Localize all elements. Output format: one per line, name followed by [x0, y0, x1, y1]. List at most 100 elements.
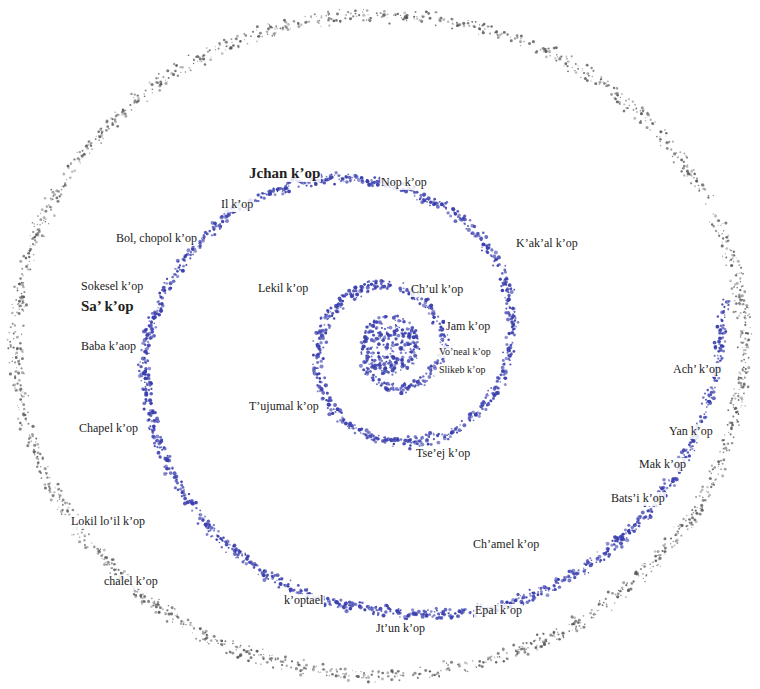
ring-speck — [205, 632, 207, 634]
ring-speck — [464, 669, 466, 671]
ring-speck — [743, 341, 745, 343]
ring-speck — [557, 632, 558, 633]
ring-speck — [701, 183, 704, 186]
ring-speck — [620, 595, 621, 596]
ring-speck — [270, 657, 273, 660]
ring-speck — [84, 535, 86, 537]
ring-speck — [114, 120, 117, 123]
ring-speck — [644, 581, 646, 583]
ring-speck — [518, 649, 519, 650]
spiral-dot — [699, 415, 702, 418]
ring-speck — [516, 653, 518, 655]
ring-speck — [693, 169, 695, 171]
ring-speck — [19, 409, 20, 410]
ring-speck — [740, 281, 741, 282]
ring-speck — [50, 498, 53, 501]
ring-speck — [46, 474, 47, 475]
ring-speck — [605, 598, 607, 600]
ring-speck — [118, 569, 120, 571]
spiral-dot — [717, 340, 721, 344]
ring-speck — [721, 474, 724, 477]
ring-speck — [225, 652, 228, 655]
ring-speck — [515, 650, 516, 651]
ring-speck — [589, 612, 592, 615]
ring-speck — [646, 126, 649, 129]
ring-speck — [137, 94, 139, 96]
ring-speck — [691, 509, 693, 511]
ring-speck — [72, 509, 75, 512]
ring-speck — [722, 242, 723, 243]
ring-speck — [397, 13, 399, 15]
ring-speck — [539, 639, 540, 640]
ring-speck — [545, 50, 548, 53]
ring-speck — [683, 174, 685, 176]
ring-speck — [378, 677, 380, 679]
ring-speck — [724, 221, 727, 224]
ring-speck — [694, 185, 696, 187]
ring-speck — [185, 71, 186, 72]
ring-speck — [344, 17, 346, 19]
ring-speck — [84, 544, 86, 546]
blue-spiral — [137, 171, 731, 620]
ring-speck — [316, 16, 317, 17]
ring-speck — [18, 312, 21, 315]
ring-speck — [708, 496, 710, 498]
ring-speck — [733, 286, 735, 288]
ring-speck — [271, 660, 273, 662]
ring-speck — [41, 234, 44, 237]
ring-speck — [308, 21, 310, 23]
ring-speck — [52, 195, 54, 197]
ring-speck — [746, 306, 748, 308]
ring-speck — [478, 27, 481, 30]
ring-speck — [479, 29, 481, 31]
ring-speck — [542, 47, 545, 50]
ring-speck — [397, 670, 400, 673]
ring-speck — [686, 525, 688, 527]
ring-speck — [9, 372, 12, 375]
ring-speck — [388, 22, 390, 24]
ring-speck — [739, 277, 741, 279]
ring-speck — [743, 387, 744, 388]
ring-speck — [24, 306, 25, 307]
ring-speck — [723, 443, 725, 445]
ring-speck — [625, 596, 627, 598]
ring-speck — [735, 393, 737, 395]
ring-speck — [542, 640, 545, 643]
ring-speck — [654, 559, 657, 562]
spiral-dot — [696, 442, 697, 443]
ring-speck — [616, 94, 618, 96]
ring-speck — [718, 232, 719, 233]
ring-speck — [750, 327, 751, 328]
ring-speck — [565, 55, 567, 57]
spiral-dot — [589, 557, 591, 559]
ring-speck — [339, 668, 342, 671]
ring-speck — [733, 394, 736, 397]
ring-speck — [162, 76, 164, 78]
spiral-dot — [723, 310, 725, 312]
ring-speck — [553, 631, 556, 634]
ring-speck — [433, 674, 436, 677]
ring-speck — [164, 612, 167, 615]
ring-speck — [622, 588, 623, 589]
ring-speck — [158, 611, 160, 613]
spiral-dot — [663, 482, 666, 485]
ring-speck — [60, 196, 61, 197]
ring-speck — [176, 614, 178, 616]
ring-speck — [440, 670, 442, 672]
ring-speck — [21, 401, 22, 402]
ring-speck — [19, 428, 22, 431]
ring-speck — [732, 258, 733, 259]
ring-speck — [597, 610, 598, 611]
ring-speck — [260, 654, 262, 656]
ring-speck — [586, 79, 589, 82]
ring-speck — [682, 167, 685, 170]
ring-speck — [495, 31, 498, 34]
ring-speck — [476, 667, 477, 668]
ring-speck — [27, 264, 28, 265]
ring-speck — [327, 11, 329, 13]
spiral-dot — [723, 299, 725, 301]
ring-speck — [748, 313, 749, 314]
ring-speck — [27, 423, 29, 425]
ring-speck — [744, 405, 746, 407]
spiral-dot — [685, 450, 687, 452]
